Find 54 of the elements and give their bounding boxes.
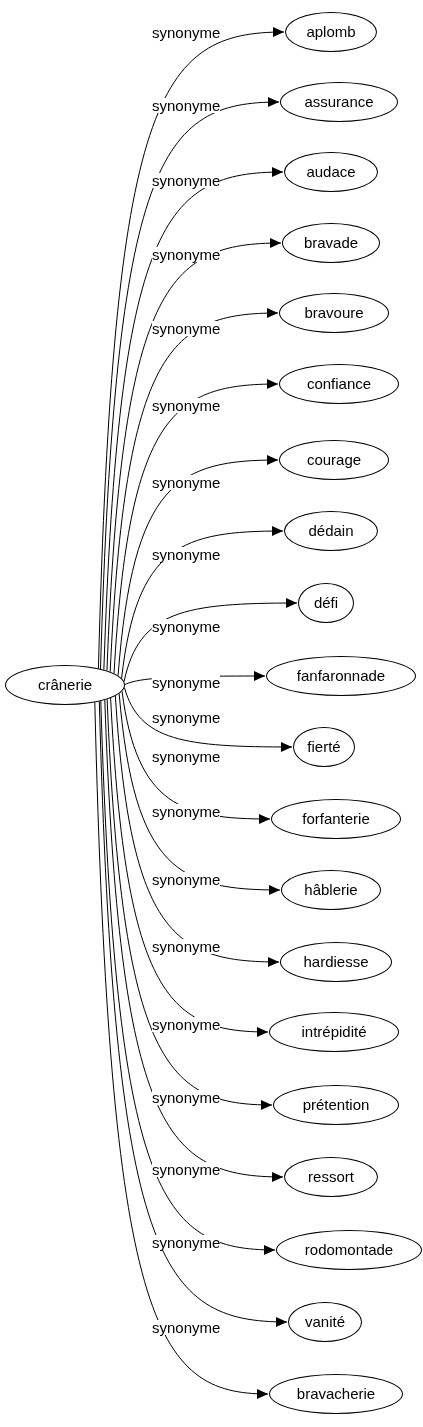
edge-label: synonyme [152, 1235, 221, 1250]
ellipse-node: dédain [284, 511, 378, 551]
arrow [106, 238, 282, 672]
edge-label: synonyme [152, 1320, 221, 1335]
ellipse-node: bravoure [279, 293, 389, 333]
edge-label: synonyme [152, 547, 221, 562]
arrow [104, 699, 284, 1182]
ellipse-node: hardiesse [280, 942, 392, 982]
ellipse-node: intrépidité [269, 1012, 399, 1052]
ellipse-node: hâblerie [281, 870, 381, 910]
edge-label: synonyme [152, 1162, 221, 1177]
arrow [100, 700, 276, 1255]
edge-label: synonyme [152, 247, 221, 262]
ellipse-node: crânerie [5, 665, 125, 705]
edge-label: synonyme [152, 1090, 221, 1105]
arrow [114, 695, 280, 967]
edge-label: synonyme [152, 398, 221, 413]
ellipse-node: bravade [282, 223, 380, 263]
arrow [123, 598, 298, 682]
ellipse-node: confiance [279, 364, 399, 404]
ellipse-node: fanfaronnade [266, 656, 416, 696]
ellipse-node: vanité [288, 1302, 362, 1342]
edge-label: synonyme [152, 98, 221, 113]
arrow [103, 167, 284, 671]
ellipse-node: défi [298, 583, 354, 623]
ellipse-node: audace [284, 152, 378, 192]
edge-label: synonyme [152, 173, 221, 188]
edge-label: synonyme [152, 872, 221, 887]
ellipse-node: aplomb [285, 12, 377, 52]
ellipse-node: prétention [273, 1085, 399, 1125]
edge-label: synonyme [152, 675, 221, 690]
edge-label: synonyme [152, 321, 221, 336]
arrow [123, 687, 293, 752]
edge-label: synonyme [152, 804, 221, 819]
ellipse-node: assurance [280, 82, 398, 122]
edge-label: synonyme [152, 939, 221, 954]
arrow [98, 700, 288, 1327]
arrow [121, 526, 284, 679]
ellipse-node: forfanterie [271, 799, 401, 839]
arrow [94, 701, 269, 1399]
ellipse-node: fierté [293, 727, 355, 767]
ellipse-node: rodomontade [276, 1230, 422, 1270]
edge-label: synonyme [152, 1017, 221, 1032]
ellipse-node: courage [279, 440, 389, 480]
edge-label: synonyme [152, 619, 221, 634]
edge-label: synonyme [152, 475, 221, 490]
ellipse-node: ressort [284, 1157, 378, 1197]
arrow [106, 698, 273, 1110]
arrow [113, 379, 279, 674]
arrow [118, 693, 281, 895]
arrow [109, 308, 279, 673]
arrow [110, 697, 269, 1037]
arrow [117, 455, 279, 677]
ellipse-node: bravacherie [269, 1374, 403, 1414]
